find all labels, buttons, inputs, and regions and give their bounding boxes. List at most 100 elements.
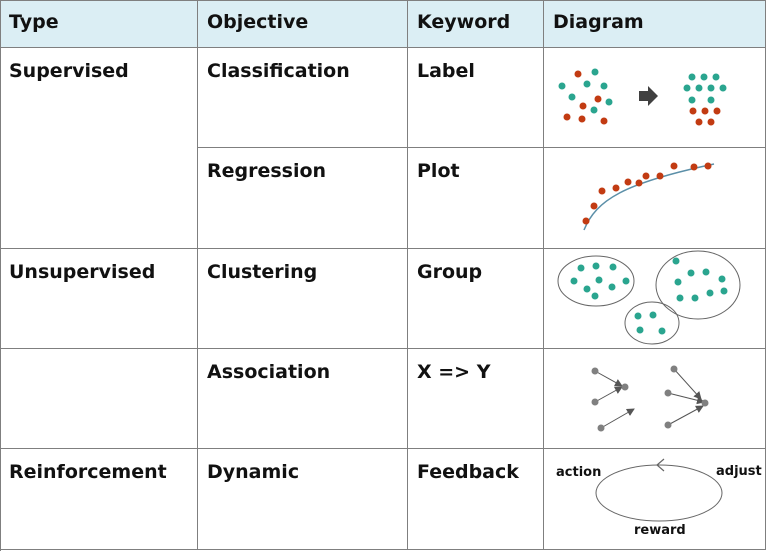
objective-cell: Clustering [198,249,408,349]
red-dot [594,95,602,103]
data-point [656,172,664,180]
objective-label: Dynamic [207,461,300,483]
teal-dot [609,263,617,271]
teal-dot [688,73,696,81]
teal-dot [592,262,600,270]
cluster-ellipse [655,250,741,320]
cluster-ellipse [624,301,680,345]
red-dot [578,115,586,123]
red-dot [563,113,571,121]
teal-dot [622,277,630,285]
teal-dot [583,80,591,88]
teal-dot [691,294,699,302]
gray-dot [591,367,599,375]
keyword-cell: X => Y [408,349,544,449]
teal-dot [695,84,703,92]
data-point [635,179,643,187]
teal-dot [687,269,695,277]
data-point [642,172,650,180]
teal-dot [605,98,613,106]
type-label: Supervised [9,60,129,82]
association-arrows [594,368,705,429]
classification-diagram [558,68,727,126]
cluster-dots [570,257,728,335]
objective-label: Clustering [207,261,318,283]
teal-dot [683,84,691,92]
teal-dot [700,73,708,81]
header-keyword: Keyword [408,0,544,48]
teal-dot [718,275,726,283]
header-type-label: Type [9,11,59,33]
teal-dot [719,84,727,92]
teal-dot [672,257,680,265]
association-diagram [591,365,709,432]
header-type: Type [0,0,198,48]
keyword-label: Feedback [417,461,519,483]
feedback-loop-diagram: action adjust reward [556,458,762,538]
teal-dot [600,82,608,90]
gray-dot [670,365,678,373]
association-arrow [594,386,623,403]
teal-dot [649,311,657,319]
association-arrow [667,405,704,426]
right-arrow-icon [639,86,658,106]
teal-dot [720,287,728,295]
reward-label: reward [634,523,686,538]
teal-dot [577,264,585,272]
regression-diagram [582,162,715,231]
diagram-cell-clustering [544,249,766,349]
teal-dot [583,285,591,293]
type-cell-empty [0,349,198,449]
keyword-cell: Plot [408,148,544,249]
teal-dot [706,289,714,297]
teal-dot [558,82,566,90]
diagram-cell-regression [544,148,766,249]
teal-dot [636,326,644,334]
feedback-loop [595,464,723,522]
teal-dot [570,277,578,285]
objective-cell: Classification [198,48,408,148]
association-arrow [594,370,623,387]
keyword-cell: Group [408,249,544,349]
header-objective: Objective [198,0,408,48]
teal-dot [658,327,666,335]
regression-curve [583,163,715,231]
objective-label: Classification [207,60,350,82]
teal-dot [707,84,715,92]
sorted-dots [683,73,727,126]
type-cell-reinforcement: Reinforcement [0,449,198,550]
diagram-cell-association [544,349,766,449]
data-point [590,202,598,210]
objective-cell: Dynamic [198,449,408,550]
gray-dot [621,383,629,391]
keyword-label: Group [417,261,483,283]
clustering-diagram [557,250,741,345]
objective-cell: Regression [198,148,408,249]
data-point [690,163,698,171]
header-diagram-label: Diagram [553,11,644,33]
teal-dot [590,106,598,114]
teal-dot [676,294,684,302]
gray-dot [591,398,599,406]
red-dot [579,102,587,110]
table-border-left [0,0,1,551]
type-cell-unsupervised: Unsupervised [0,249,198,349]
teal-dot [591,68,599,76]
keyword-cell: Label [408,48,544,148]
header-diagram: Diagram [544,0,766,48]
teal-dot [595,276,603,284]
adjust-label: adjust [716,464,762,479]
gray-dot [664,421,672,429]
red-dot [695,118,703,126]
type-label: Reinforcement [9,461,167,483]
association-arrow [673,368,702,400]
association-arrow [667,392,705,405]
teal-dot [634,312,642,320]
header-keyword-label: Keyword [417,11,511,33]
red-dot [707,118,715,126]
diagram-cell-feedback: action adjust reward [544,449,766,550]
cluster-ellipse [557,255,635,307]
red-dot [689,107,697,115]
gray-dot [664,389,672,397]
